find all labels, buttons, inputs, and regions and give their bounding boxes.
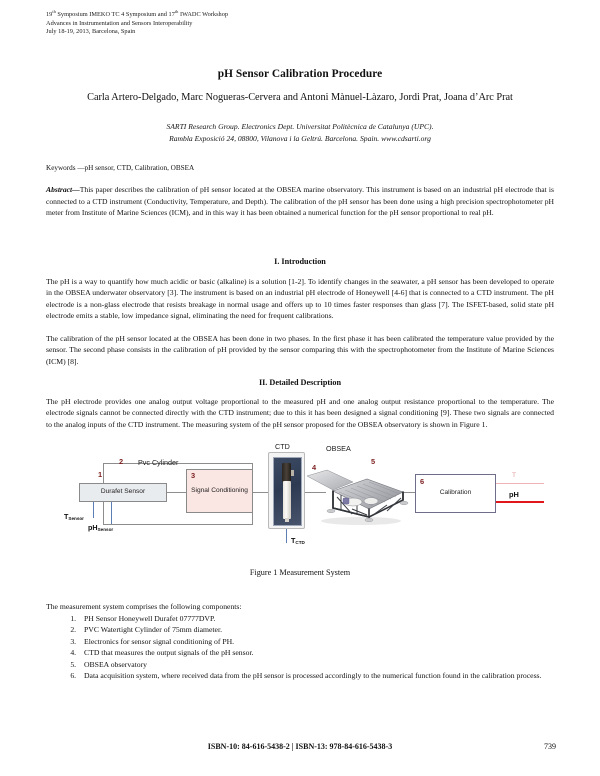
ph-output-label: pH xyxy=(509,490,519,499)
affiliation-line-2: Rambla Exposició 24, 08800, Vilanova i l… xyxy=(169,134,431,144)
line-signal-to-ctd xyxy=(253,492,273,493)
header-line-1: 19th Symposium IMEKO TC 4 Symposium and … xyxy=(46,8,229,18)
components-list: PH Sensor Honeywell Durafet 07777DVP. PV… xyxy=(46,613,586,681)
footer-isbn: ISBN-10: 84-616-5438-2 | ISBN-13: 978-84… xyxy=(207,742,393,751)
list-item: OBSEA observatory xyxy=(78,659,586,670)
components-intro: The measurement system comprises the fol… xyxy=(46,602,242,611)
list-item: CTD that measures the output signals of … xyxy=(78,647,586,658)
ctd-body xyxy=(283,481,291,519)
phsensor-lead xyxy=(111,502,113,524)
section-heading-introduction: I. Introduction xyxy=(274,257,326,266)
figure-number-4: 4 xyxy=(312,463,317,472)
footer-page-number: 739 xyxy=(544,742,556,751)
list-item: Electronics for sensor signal conditioni… xyxy=(78,636,586,647)
section-heading-detailed-description: II. Detailed Description xyxy=(258,378,342,387)
temperature-output-label: T xyxy=(512,472,517,479)
figure-caption: Figure 1 Measurement System xyxy=(249,568,351,577)
ctd-instrument-photo xyxy=(273,457,302,526)
figure-number-1: 1 xyxy=(98,470,103,479)
pvc-cylinder-label: Pvc Cylinder xyxy=(138,458,179,467)
ctd-sensor-head xyxy=(282,463,291,482)
calibration-box: Calibration xyxy=(415,474,496,513)
obsea-observatory-illustration xyxy=(307,469,409,525)
introduction-paragraph-2: The calibration of the pH sensor located… xyxy=(46,334,554,366)
ctd-label: CTD xyxy=(275,442,290,451)
list-item: PH Sensor Honeywell Durafet 07777DVP. xyxy=(78,613,586,624)
header-line-2: Advances in Instrumentation and Sensors … xyxy=(46,19,193,27)
tctd-lead xyxy=(286,529,288,543)
affiliation-block: SARTI Research Group. Electronics Dept. … xyxy=(0,121,600,145)
obsea-label: OBSEA xyxy=(326,444,351,453)
list-item: PVC Watertight Cylinder of 75mm diameter… xyxy=(78,624,586,635)
tctd-label: TCTD xyxy=(291,536,305,545)
phsensor-label: pHSensor xyxy=(88,523,114,532)
header-line-3: July 18-19, 2013, Barcelona, Spain xyxy=(46,28,136,36)
affiliation-line-1: SARTI Research Group. Electronics Dept. … xyxy=(166,122,434,131)
detailed-description-paragraph-1: The pH electrode provides one analog out… xyxy=(46,397,554,429)
header-ordinal-19th: th xyxy=(52,8,56,14)
abstract-lead-in: Abstract— xyxy=(46,185,80,194)
introduction-paragraph-1: The pH is a way to quantify how much aci… xyxy=(46,277,554,321)
ph-output-line xyxy=(496,501,544,504)
tsensor-lead xyxy=(93,502,95,518)
list-item: Data acquisition system, where received … xyxy=(78,670,586,681)
figure-1-measurement-system: Pvc Cylinder 2 Durafet Sensor 1 Signal C… xyxy=(60,441,545,566)
figure-number-3: 3 xyxy=(191,471,196,480)
signal-conditioning-box: Signal Conditioning xyxy=(186,469,253,513)
temperature-output-line xyxy=(496,483,544,485)
ctd-clip xyxy=(291,470,294,476)
line-ctd-to-obsea xyxy=(300,492,326,493)
figure-number-5: 5 xyxy=(371,457,376,466)
durafet-sensor-box: Durafet Sensor xyxy=(79,483,167,502)
abstract-paragraph: Abstract—This paper describes the calibr… xyxy=(46,184,554,219)
page-title: pH Sensor Calibration Procedure xyxy=(217,68,383,80)
figure-number-2: 2 xyxy=(119,457,124,466)
keywords-line: Keywords —pH sensor, CTD, Calibration, O… xyxy=(46,164,195,172)
line-durafet-to-signal xyxy=(167,492,186,493)
author-list: Carla Artero-Delgado, Marc Nogueras-Cerv… xyxy=(87,92,513,103)
figure-number-6: 6 xyxy=(420,477,425,486)
conference-header: 19th Symposium IMEKO TC 4 Symposium and … xyxy=(46,8,466,37)
header-ordinal-17th: th xyxy=(174,8,179,14)
ctd-tip xyxy=(285,518,289,522)
abstract-text: This paper describes the calibration of … xyxy=(46,185,554,218)
tsensor-label: TSensor xyxy=(64,512,84,521)
